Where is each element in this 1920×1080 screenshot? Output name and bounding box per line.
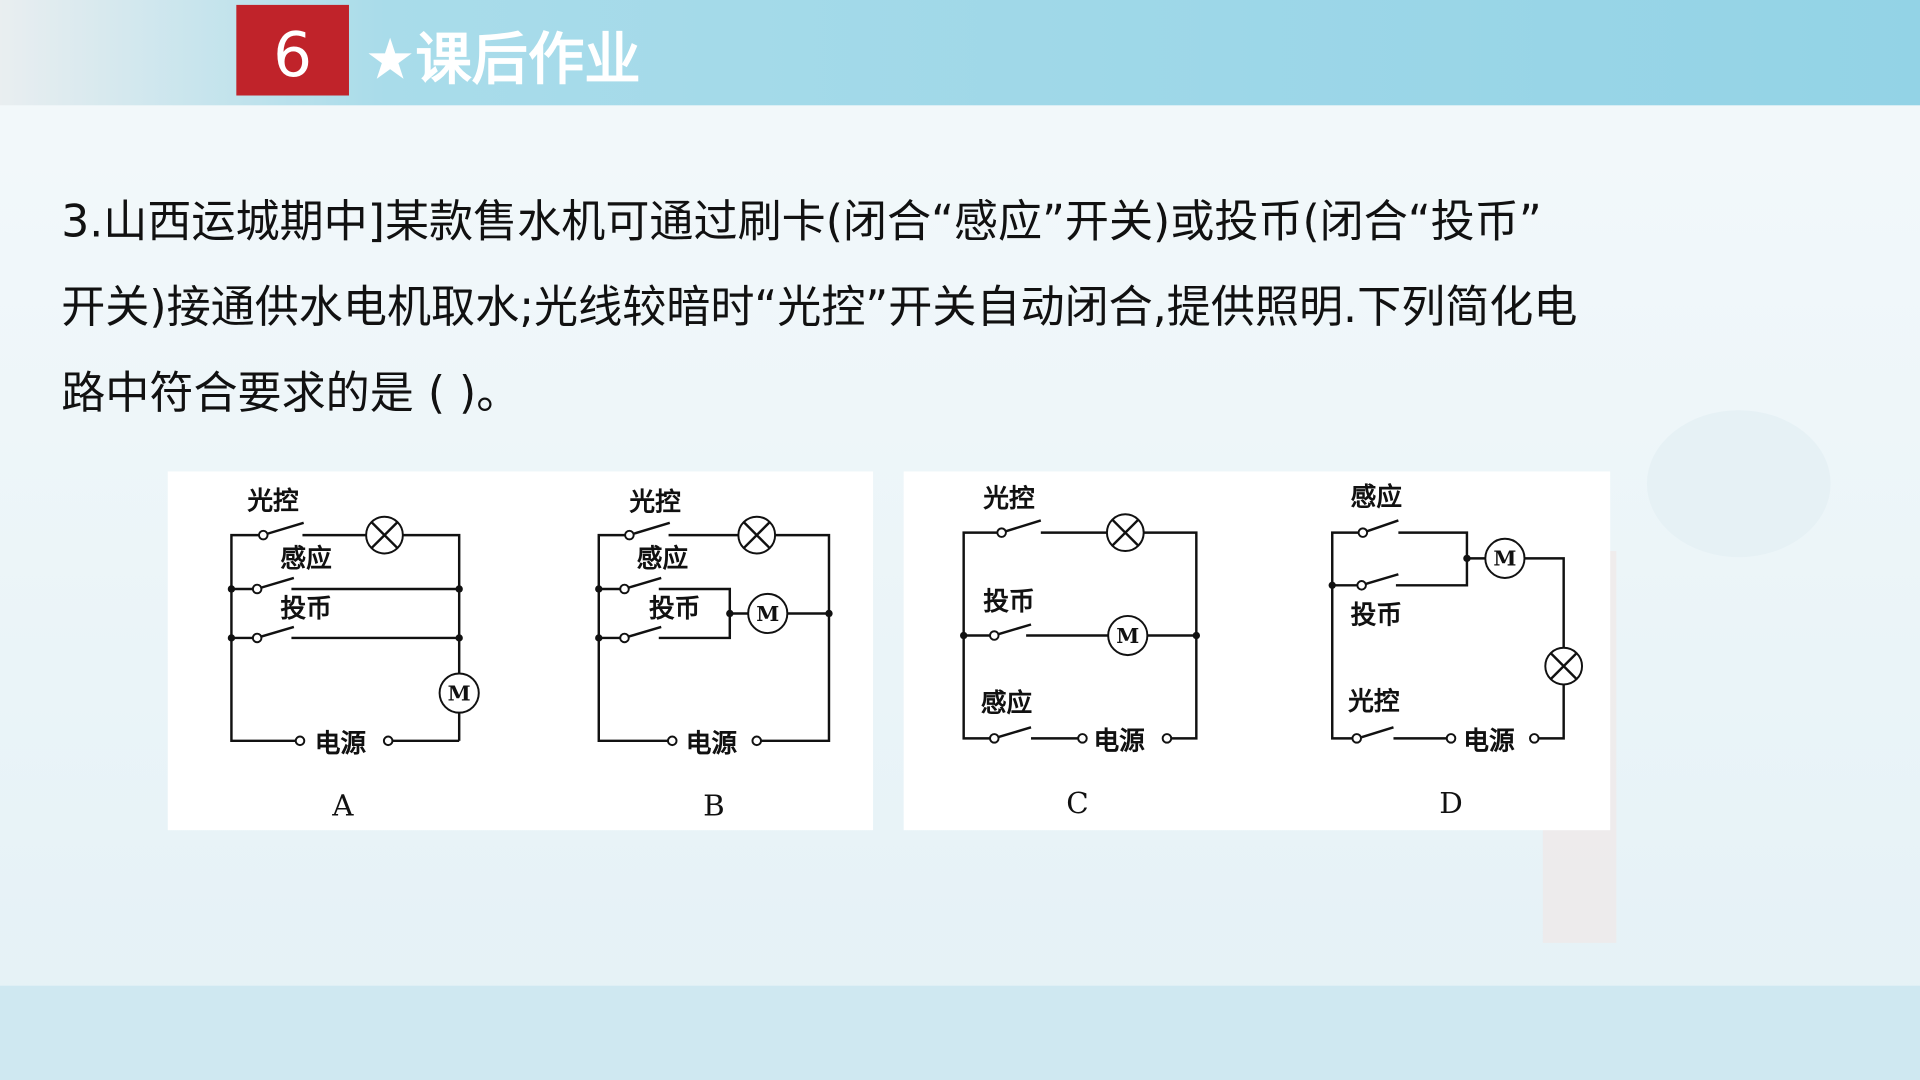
switch-label: 投币 — [280, 594, 331, 624]
svg-text:M: M — [448, 680, 471, 705]
svg-text:M: M — [1493, 546, 1516, 571]
svg-text:M: M — [756, 601, 779, 626]
switch-label: 光控 — [246, 486, 299, 516]
diagram-panel-right — [903, 471, 1611, 831]
switch-label: 感应 — [1351, 482, 1402, 513]
lamp-icon — [737, 515, 777, 555]
power-label: 电源 — [1093, 726, 1145, 756]
option-letter: B — [703, 789, 725, 823]
lamp-icon — [365, 515, 404, 555]
switch-label: 光控 — [982, 484, 1035, 514]
circuit-b[interactable]: M 光控 感应 投币 电源 B — [595, 488, 833, 823]
switch-label: 投币 — [1351, 600, 1402, 630]
circuit-d[interactable]: M 感应 投币 光控 电源 D — [1328, 482, 1584, 820]
motor-icon: M — [1484, 537, 1526, 579]
switch-label: 感应 — [280, 543, 331, 574]
question-line-2: 开关)接通供水电机取水;光线较暗时“光控”开关自动闭合,提供照明.下列简化电 — [61, 282, 1577, 333]
switch-label: 投币 — [649, 594, 700, 624]
switch-label: 光控 — [1347, 687, 1400, 717]
motor-icon: M — [438, 672, 480, 714]
section-title: ★课后作业 — [365, 27, 641, 92]
motor-icon: M — [1107, 614, 1149, 657]
motor-icon: M — [747, 592, 789, 635]
cloud-decoration — [1646, 410, 1831, 558]
question-line-1: 3.山西运城期中]某款售水机可通过刷卡(闭合“感应”开关)或投币(闭合“投币” — [61, 196, 1541, 247]
option-letter: D — [1439, 786, 1463, 820]
circuit-c[interactable]: M 光控 投币 感应 电源 C — [960, 484, 1200, 820]
power-label: 电源 — [315, 729, 367, 759]
option-letter: C — [1066, 786, 1088, 820]
lamp-icon — [1105, 513, 1145, 552]
switch-label: 光控 — [628, 488, 681, 518]
switch-label: 感应 — [981, 687, 1032, 718]
power-label: 电源 — [686, 729, 738, 759]
option-letter: A — [331, 789, 354, 823]
section-badge — [236, 4, 349, 96]
question-line-3: 路中符合要求的是 ( )。 — [61, 368, 520, 419]
svg-text:M: M — [1116, 623, 1139, 648]
switch-label: 投币 — [983, 587, 1034, 617]
switch-label: 感应 — [637, 543, 688, 574]
circuit-a[interactable]: M 光控 感应 投币 电源 A — [227, 486, 480, 823]
power-label: 电源 — [1463, 726, 1515, 756]
section-number: 6 — [273, 20, 312, 91]
lamp-icon — [1544, 646, 1584, 686]
bottom-band — [0, 985, 1920, 1080]
